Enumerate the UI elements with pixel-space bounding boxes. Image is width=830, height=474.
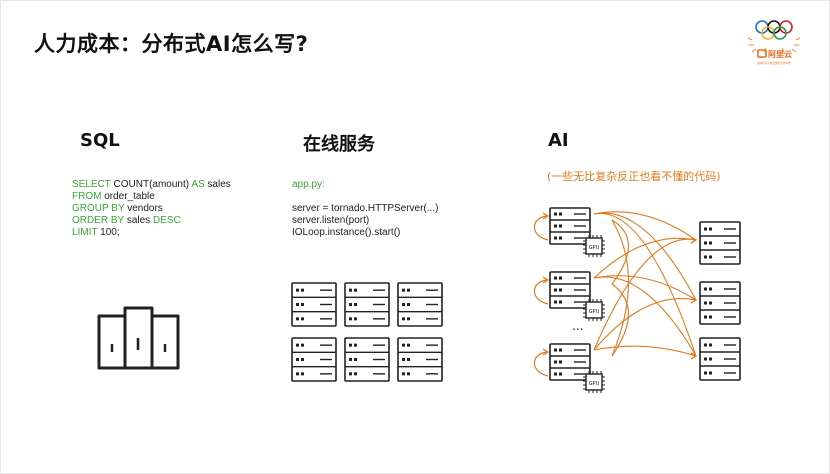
- gpu-worker-node: GPU: [533, 271, 605, 321]
- sql-line: LIMIT 100;: [72, 227, 231, 239]
- gpu-chip-icon: GPU: [583, 371, 605, 393]
- loop-arrow: [533, 215, 549, 241]
- online-code-line: server.listen(port): [292, 215, 370, 226]
- server-rack-icon: [397, 282, 443, 327]
- server-rack-icon: [291, 337, 337, 382]
- ai-note: (一些无比复杂反正也看不懂的代码): [547, 170, 721, 183]
- storage-server-icon: [699, 281, 741, 325]
- sql-keyword: ORDER BY: [72, 215, 125, 226]
- online-file-name: app.py:: [292, 179, 325, 190]
- server-rack-icon: [291, 282, 337, 327]
- ai-cluster-diagram: GPU GPU GPU...: [533, 207, 741, 393]
- gpu-server-icon: [549, 207, 591, 245]
- gpu-server-icon: [549, 343, 591, 381]
- gpu-worker-node: GPU: [533, 343, 605, 393]
- sql-keyword: AS: [191, 179, 205, 190]
- online-code-line: IOLoop.instance().start(): [292, 227, 401, 238]
- server-rack-grid: [291, 282, 443, 382]
- sql-text: sales: [204, 179, 231, 190]
- server-rack-icon: [344, 282, 390, 327]
- ellipsis: ...: [572, 319, 583, 333]
- flow-arrow: [593, 345, 697, 357]
- flow-arrow: [593, 211, 697, 241]
- gpu-label: GPU: [589, 309, 600, 315]
- database-server-icon: [97, 306, 180, 370]
- loop-arrow: [533, 351, 549, 377]
- peer-arrow: [611, 283, 630, 357]
- ai-heading: AI: [548, 130, 569, 151]
- gpu-label: GPU: [589, 245, 600, 251]
- sql-line: SELECT COUNT(amount) AS sales: [72, 179, 231, 191]
- gpu-chip-icon: GPU: [583, 235, 605, 257]
- logo-tagline: 奥林匹克全球云服务合作伙伴: [757, 61, 791, 65]
- peer-arrow: [611, 219, 630, 285]
- online-service-heading: 在线服务: [303, 134, 375, 155]
- alibaba-cloud-logo: 阿里云 奥林匹克全球云服务合作伙伴: [746, 18, 802, 70]
- logo-brand: 阿里云: [768, 50, 792, 59]
- sql-keyword: FROM: [72, 191, 102, 202]
- flow-arrow: [593, 212, 697, 301]
- sql-keyword: LIMIT: [72, 227, 98, 238]
- server-rack-icon: [344, 337, 390, 382]
- flow-arrow: [593, 238, 697, 351]
- sql-text: vendors: [124, 203, 163, 214]
- online-code-line: server = tornado.HTTPServer(...): [292, 203, 439, 214]
- sql-keyword: GROUP BY: [72, 203, 125, 214]
- loop-arrow: [533, 279, 549, 305]
- sql-keyword: SELECT: [72, 179, 111, 190]
- gpu-label: GPU: [589, 381, 600, 387]
- storage-server-icon: [699, 337, 741, 381]
- sql-line: ORDER BY sales DESC: [72, 215, 231, 227]
- flow-arrow: [593, 275, 697, 301]
- sql-text: COUNT(amount): [110, 179, 192, 190]
- flow-arrow: [593, 276, 697, 357]
- flow-arrow: [593, 212, 697, 357]
- alibaba-cloud-mark-icon: [757, 49, 767, 58]
- gpu-worker-node: GPU: [533, 207, 605, 257]
- olympic-rings-icon: 阿里云 奥林匹克全球云服务合作伙伴: [747, 20, 801, 65]
- server-rack-icon: [397, 337, 443, 382]
- sql-line: FROM order_table: [72, 191, 231, 203]
- gpu-server-icon: [549, 271, 591, 309]
- sql-heading: SQL: [80, 130, 120, 151]
- online-code: server = tornado.HTTPServer(...)server.l…: [292, 203, 438, 239]
- sql-text: sales: [124, 215, 153, 226]
- sql-keyword: DESC: [152, 215, 181, 226]
- data-flow-arrows: [593, 211, 698, 360]
- flow-arrow: [593, 237, 697, 279]
- slide-title: 人力成本：分布式AI怎么写?: [34, 32, 309, 56]
- peer-arrow: [611, 219, 629, 357]
- sql-line: GROUP BY vendors: [72, 203, 231, 215]
- sql-text: order_table: [101, 191, 155, 202]
- flow-arrow: [593, 298, 697, 351]
- sql-text: 100;: [97, 227, 120, 238]
- gpu-chip-icon: GPU: [583, 299, 605, 321]
- storage-server-icon: [699, 221, 741, 265]
